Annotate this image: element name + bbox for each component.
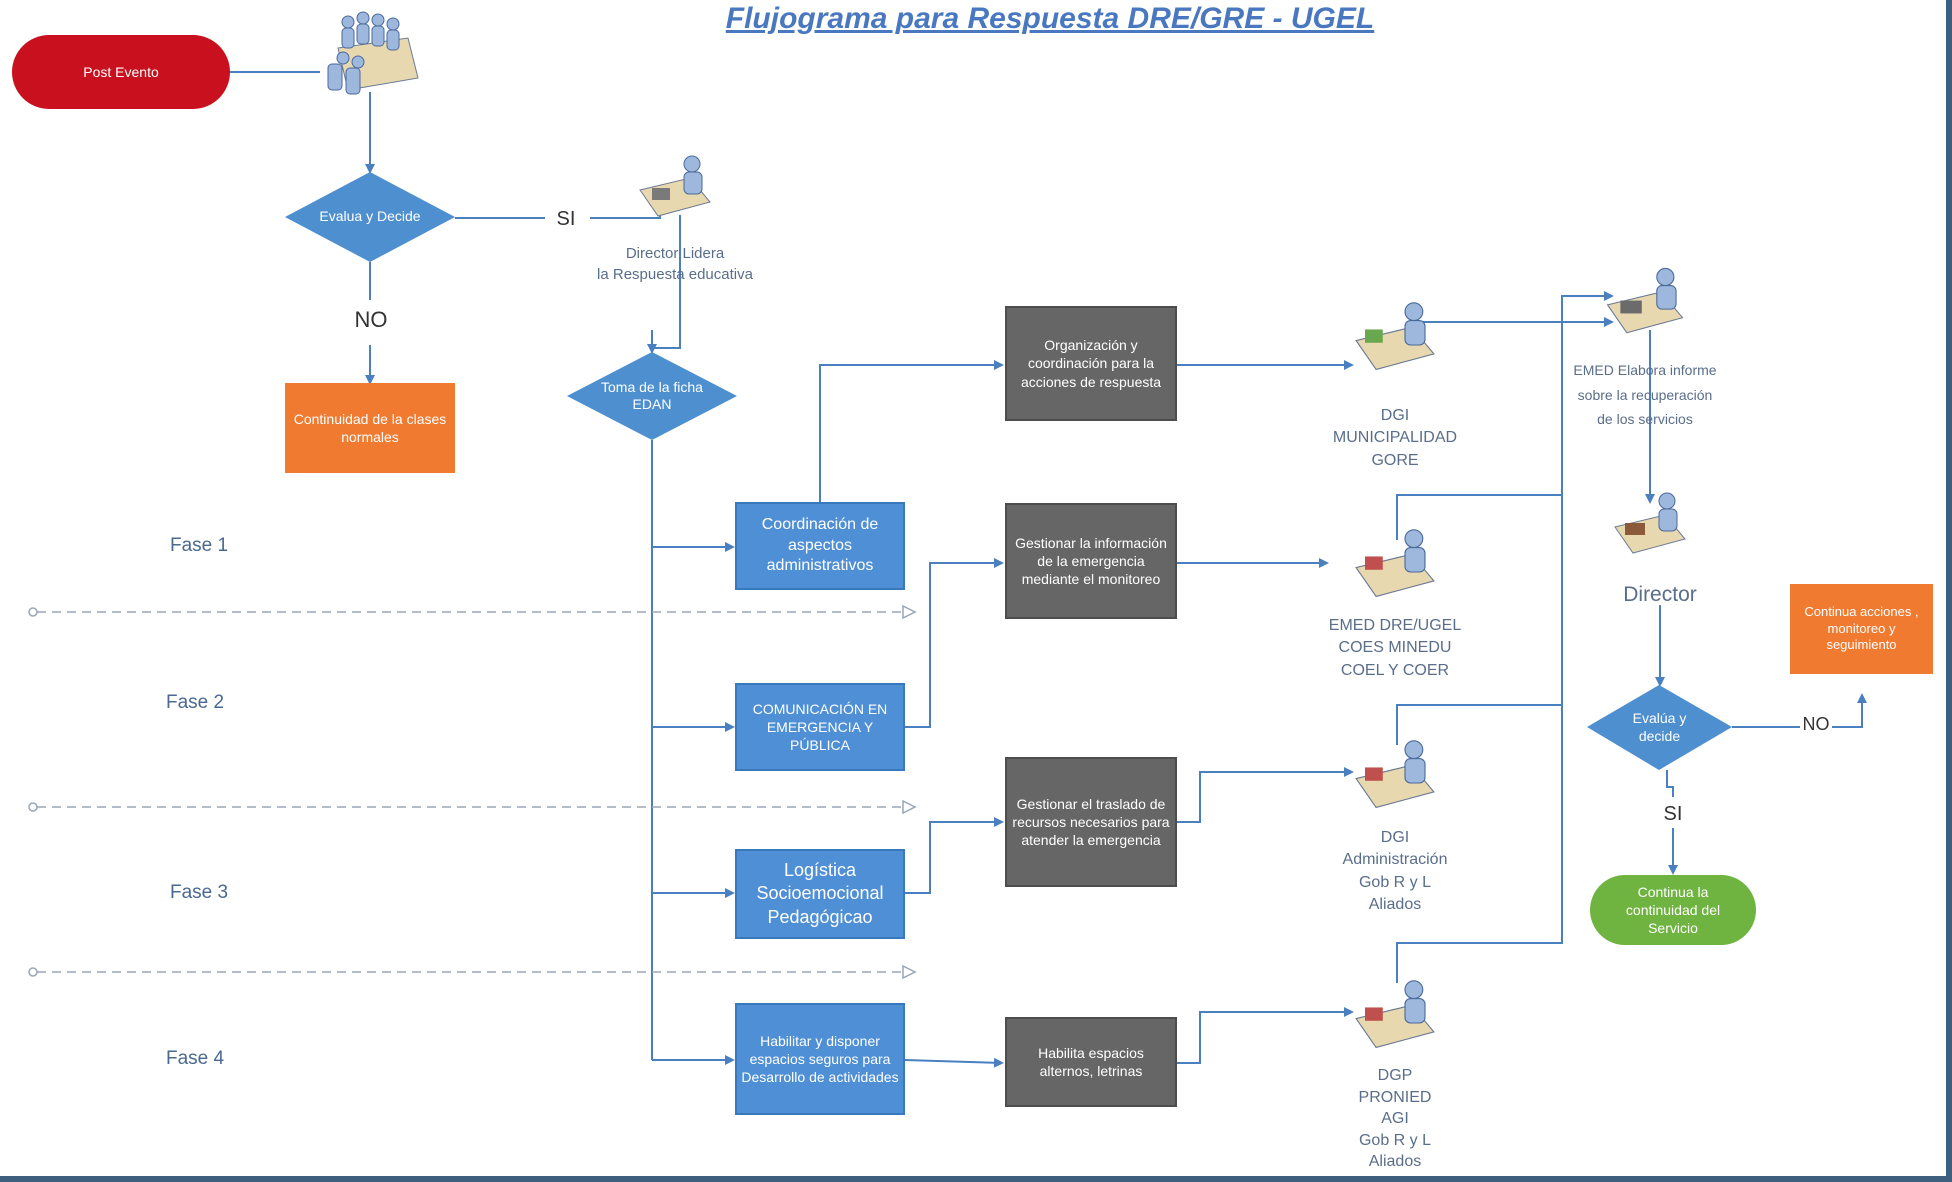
agent-line: COEL Y COER (1340, 661, 1450, 679)
meeting-people-icon (327, 11, 419, 95)
agent-line: MUNICIPALIDAD (1332, 429, 1458, 447)
continue-actions-box: Continua acciones , monitoreo y seguimie… (1790, 584, 1933, 674)
no-label: NO (354, 307, 388, 332)
decision-label: Evalua y Decide (319, 208, 421, 225)
director-desk-icon (1614, 492, 1686, 554)
emed-report-desk-icon (1606, 267, 1684, 334)
emed-report-line: sobre la recuperación (1577, 386, 1713, 403)
task-organizacion: Organización y coordinación para la acci… (1005, 306, 1177, 421)
decision-evalua-decide-final: Evalúa y decide (1587, 685, 1732, 770)
task-gestionar-traslado: Gestionar el traslado de recursos necesa… (1005, 757, 1177, 887)
agent-line: AGI (1381, 1110, 1409, 1128)
connector (1832, 693, 1867, 728)
page-title: Flujograma para Respuesta DRE/GRE - UGEL (725, 2, 1375, 35)
action-habilitar: Habilitar y disponer espacios seguros pa… (735, 1003, 905, 1115)
agent-line: PRONIED (1358, 1088, 1432, 1106)
agent-line: DGP (1377, 1067, 1413, 1084)
agent-desk-icon (1355, 740, 1435, 809)
agent-label-2: EMED DRE/UGEL COES MINEDU COEL Y COER (1295, 615, 1495, 682)
agent-desk-icon (1355, 529, 1435, 598)
agent-label-3: DGI Administración Gob R y L Aliados (1305, 827, 1485, 917)
decision-label: Evalúa y decide (1632, 710, 1687, 744)
action-coordinacion: Coordinación de aspectos administrativos (735, 502, 905, 590)
agent-line: DGI (1380, 407, 1410, 424)
agent-line: Administración (1342, 851, 1448, 869)
phase-label-3: Fase 3 (170, 882, 229, 903)
connector (1666, 770, 1674, 797)
agent-line: Gob R y L (1358, 873, 1432, 891)
emed-report-line: de los servicios (1597, 411, 1693, 427)
end-node: Continua la continuidad del Servicio (1590, 875, 1756, 945)
action-comunicacion: COMUNICACIÓN EN EMERGENCIA Y PÚBLICA (735, 683, 905, 771)
agent-line: Aliados (1368, 1153, 1422, 1171)
phase-label-1: Fase 1 (170, 535, 229, 556)
connector (652, 215, 681, 349)
connector (819, 360, 1004, 502)
connector (905, 817, 1004, 894)
agent-line: EMED DRE/UGEL (1328, 617, 1462, 634)
agent-desk-icon (1355, 980, 1435, 1049)
task-habilita-espacios: Habilita espacios alternos, letrinas (1005, 1017, 1177, 1107)
director-label: Director (1623, 583, 1697, 606)
si-label: SI (1663, 803, 1683, 825)
director-lidera-line1: Director Lidera (625, 245, 725, 262)
action-logistica: Logística Socioemocional Pedagógicao (735, 849, 905, 939)
separator-end-arrow (902, 799, 917, 815)
agent-line: Aliados (1368, 896, 1422, 914)
phase-label-4: Fase 4 (166, 1048, 225, 1069)
separator-start-dot (28, 607, 38, 617)
decision-evalua-decide: Evalua y Decide (285, 172, 455, 262)
director-lidera-line2: la Respuesta educativa (597, 266, 753, 283)
no-label: NO (1802, 714, 1830, 734)
decision-label: Toma de la ficha EDAN (601, 378, 703, 413)
director-lidera-label: Director Lidera la Respuesta educativa (560, 243, 790, 285)
connector (905, 558, 1004, 728)
connector (1396, 705, 1563, 983)
connector (1177, 1007, 1354, 1064)
connector (904, 1057, 1004, 1068)
agent-desk-icon (1355, 302, 1435, 371)
agent-line: COES MINEDU (1338, 639, 1452, 657)
emed-report-label: EMED Elabora informe sobre la recuperaci… (1545, 358, 1745, 432)
separator-end-arrow (902, 604, 917, 620)
start-node: Post Evento (12, 35, 230, 109)
emed-report-line: EMED Elabora informe (1573, 362, 1717, 378)
connector (1177, 767, 1354, 823)
agent-line: GORE (1371, 451, 1419, 469)
director-desk-icon (639, 155, 711, 217)
connector (1396, 320, 1563, 745)
phase-label-2: Fase 2 (166, 692, 225, 713)
agent-line: DGI (1380, 829, 1410, 846)
separator-start-dot (28, 802, 38, 812)
task-gestionar-informacion: Gestionar la información de la emergenci… (1005, 503, 1177, 619)
separator-start-dot (28, 967, 38, 977)
continuity-box: Continuidad de la clases normales (285, 383, 455, 473)
decision-ficha-edan: Toma de la ficha EDAN (567, 352, 737, 440)
separator-end-arrow (902, 964, 917, 980)
agent-label-4: DGP PRONIED AGI Gob R y L Aliados (1305, 1065, 1485, 1173)
agent-line: Gob R y L (1358, 1131, 1432, 1149)
agent-label-1: DGI MUNICIPALIDAD GORE (1305, 405, 1485, 472)
si-label: SI (556, 208, 576, 230)
